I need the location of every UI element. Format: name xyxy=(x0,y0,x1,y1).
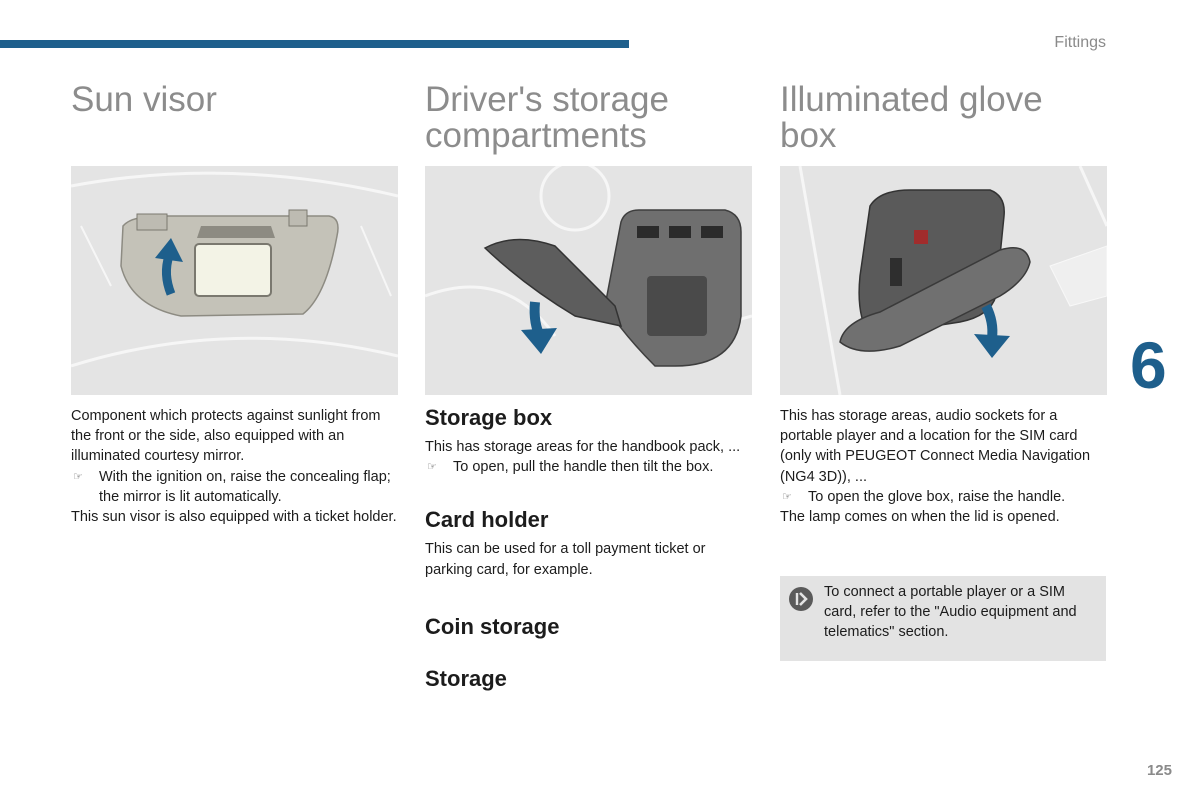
title-line-2: compartments xyxy=(425,116,647,155)
title-sun-visor: Sun visor xyxy=(71,80,217,119)
finger-pointing-icon: ☞ xyxy=(73,470,83,483)
storage-box-illustration xyxy=(425,166,752,395)
finger-pointing-icon: ☞ xyxy=(427,461,437,474)
title-line-1: Illuminated glove xyxy=(780,80,1043,119)
storage-box-instruction-text: To open, pull the handle then tilt the b… xyxy=(453,459,714,476)
storage-box-description: This has storage areas for the handbook … xyxy=(425,439,741,455)
glove-box-description: This has storage areas, audio sockets fo… xyxy=(780,408,1091,485)
glove-box-illustration xyxy=(780,166,1107,395)
heading-storage: Storage xyxy=(425,665,507,691)
header-accent-bar xyxy=(0,40,629,48)
chapter-tab-number: 6 xyxy=(1130,328,1167,402)
sun-visor-illustration xyxy=(71,166,398,395)
glove-box-instruction: ☞ To open the glove box, raise the handl… xyxy=(780,487,1107,507)
page-number: 125 xyxy=(1146,762,1172,779)
section-label: Fittings xyxy=(1054,34,1106,51)
finger-pointing-icon: ☞ xyxy=(782,490,792,503)
glove-box-instruction-text: To open the glove box, raise the handle. xyxy=(808,488,1066,505)
sun-visor-instruction-text: With the ignition on, raise the conceali… xyxy=(99,468,391,505)
column-sun-visor: Sun visor Component which protects again… xyxy=(71,82,398,527)
glove-box-lamp-text: The lamp comes on when the lid is opened… xyxy=(780,509,1060,526)
storage-box-instruction: ☞ To open, pull the handle then tilt the… xyxy=(425,457,752,477)
title-line-1: Driver's storage xyxy=(425,80,669,119)
title-line-2: box xyxy=(780,116,837,155)
sun-visor-ticket-holder: This sun visor is also equipped with a t… xyxy=(71,509,397,526)
info-note-text: To connect a portable player or a SIM ca… xyxy=(824,584,1077,641)
sun-visor-description: Component which protects against sunligh… xyxy=(71,408,381,465)
sun-visor-instruction: ☞ With the ignition on, raise the concea… xyxy=(71,467,398,507)
heading-card-holder: Card holder xyxy=(425,507,549,533)
next-arrow-icon xyxy=(789,587,813,611)
card-holder-description: This can be used for a toll payment tick… xyxy=(425,541,706,578)
heading-storage-box: Storage box xyxy=(425,405,553,430)
info-note: To connect a portable player or a SIM ca… xyxy=(780,576,1106,661)
heading-coin-storage: Coin storage xyxy=(425,613,560,639)
